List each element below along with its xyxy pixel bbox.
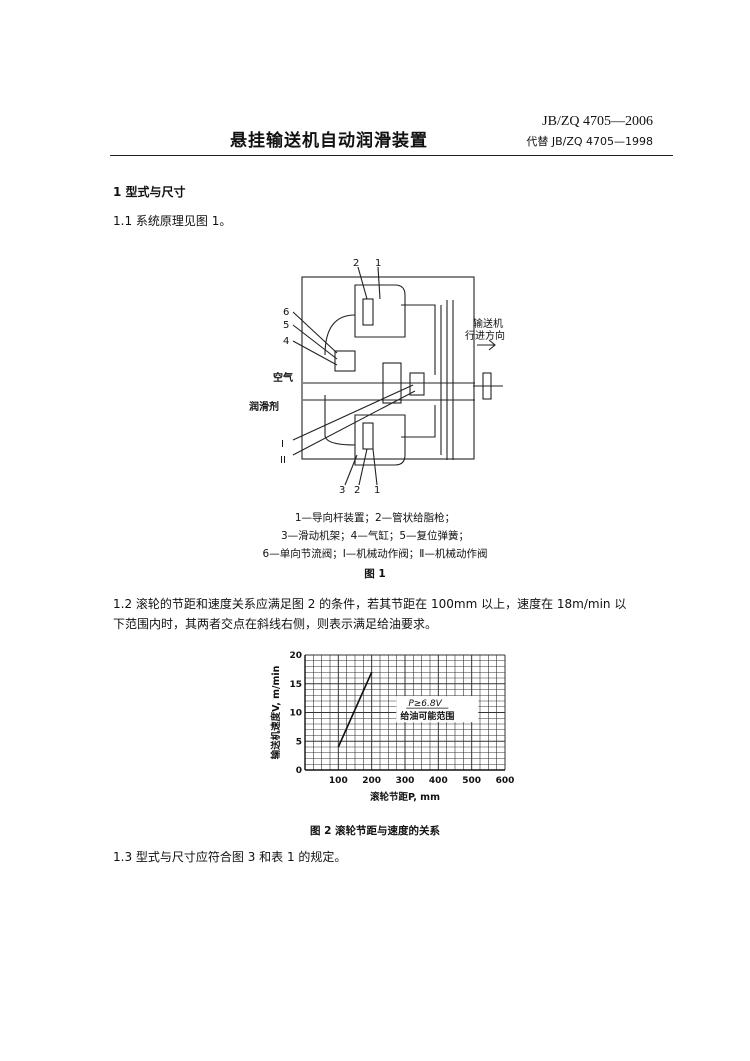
figure-1-legend-line-3: 6—单向节流阀；Ⅰ—机械动作阀；Ⅱ—机械动作阀 bbox=[262, 548, 488, 560]
cylinder bbox=[334, 350, 356, 372]
annotation-formula: P≥6.8V bbox=[408, 699, 442, 709]
paragraph-1-2-line-1: 1.2 滚轮的节距和速度关系应满足图 2 的条件，若其节距在 100mm 以上，… bbox=[113, 597, 627, 611]
direction-label-2: 行进方向 bbox=[465, 329, 505, 342]
callout-1-bottom: 1 bbox=[374, 485, 380, 496]
callout-5: 5 bbox=[283, 320, 289, 331]
y-tick-label: 10 bbox=[289, 709, 302, 719]
lower-guide-box bbox=[354, 414, 406, 466]
x-tick-label: 600 bbox=[496, 776, 515, 786]
lubricant-label: 润滑剂 bbox=[249, 400, 279, 413]
paragraph-1-1: 1.1 系统原理见图 1。 bbox=[113, 214, 232, 228]
y-tick-label: 20 bbox=[289, 651, 302, 661]
callout-2-bottom: 2 bbox=[354, 485, 360, 496]
upper-guide-box bbox=[354, 284, 406, 338]
callout-2: 2 bbox=[353, 258, 359, 269]
annotation-background bbox=[396, 696, 479, 723]
x-tick-label: 200 bbox=[362, 776, 381, 786]
x-tick-label: 500 bbox=[462, 776, 481, 786]
figure-1-legend-line-1: 1—导向杆装置；2—管状给脂枪； bbox=[294, 512, 456, 524]
callout-3: 3 bbox=[339, 485, 345, 496]
callout-6: 6 bbox=[283, 307, 289, 318]
annotation-text: 给油可能范围 bbox=[400, 710, 454, 722]
air-label: 空气 bbox=[273, 371, 293, 384]
header-rule bbox=[110, 155, 673, 156]
y-axis-label: 输送机速度V, m/min bbox=[270, 665, 282, 759]
standard-code: JB/ZQ 4705—2006 bbox=[542, 114, 653, 129]
y-tick-label: 5 bbox=[296, 737, 302, 747]
figure-1-schematic: 2 1 6 5 4 I II 3 2 1 空气 润滑剂 输送机 行进方向 bbox=[249, 258, 505, 496]
figure-1-legend-line-2: 3—滑动机架；4—气缸；5—复位弹簧； bbox=[280, 530, 470, 542]
paragraph-1-2-line-2: 下范围内时，其两者交点在斜线右侧，则表示满足给油要求。 bbox=[113, 617, 438, 631]
data-series-line bbox=[337, 671, 373, 748]
callout-1-top: 1 bbox=[375, 258, 381, 269]
figure-2-caption: 图 2 滚轮节距与速度的关系 bbox=[309, 825, 441, 837]
x-tick-label: 400 bbox=[429, 776, 448, 786]
lower-grease-gun bbox=[362, 422, 374, 450]
y-tick-label: 15 bbox=[289, 680, 302, 690]
section-heading: 1 型式与尺寸 bbox=[113, 185, 186, 199]
replaced-standard: 代替 JB/ZQ 4705—1998 bbox=[526, 135, 653, 148]
x-axis-label: 滚轮节距P, mm bbox=[370, 791, 440, 803]
callout-II: II bbox=[280, 455, 286, 466]
callout-4: 4 bbox=[283, 336, 289, 347]
direction-label-1: 输送机 bbox=[473, 317, 503, 330]
upper-grease-gun bbox=[362, 298, 374, 326]
paragraph-1-3: 1.3 型式与尺寸应符合图 3 和表 1 的规定。 bbox=[113, 850, 347, 864]
x-tick-label: 100 bbox=[329, 776, 348, 786]
x-tick-label: 300 bbox=[396, 776, 415, 786]
y-tick-label: 0 bbox=[296, 766, 302, 776]
figure-2-chart: 100 200 300 400 500 600 0 5 10 15 20P≥6.8V给油可能范围滚轮… bbox=[270, 651, 515, 803]
outer-frame bbox=[301, 276, 475, 460]
page-title: 悬挂输送机自动润滑装置 bbox=[230, 131, 428, 151]
figure-1-caption: 图 1 bbox=[364, 568, 386, 580]
valve-I bbox=[409, 372, 425, 396]
callout-I: I bbox=[281, 439, 284, 450]
